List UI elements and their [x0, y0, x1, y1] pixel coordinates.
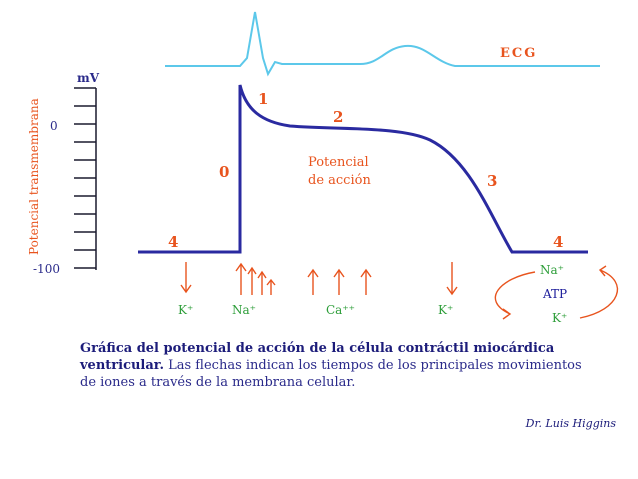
arrow-down-k-phase4	[180, 262, 192, 294]
y-tick-0: 0	[50, 119, 58, 133]
pump-label-na: Na⁺	[540, 263, 564, 277]
phase-label-3: 3	[487, 172, 497, 190]
ion-label-ca: Ca⁺⁺	[326, 303, 355, 317]
phase-label-2: 2	[333, 108, 343, 126]
curve-label-line1: Potencial	[308, 155, 369, 170]
ion-label-na: Na⁺	[232, 303, 256, 317]
phase-label-0: 0	[219, 163, 229, 181]
arrow-up-ca-3	[360, 268, 372, 295]
ion-label-k-right: K⁺	[438, 303, 453, 317]
arrow-down-k-phase3	[446, 262, 458, 296]
ecg-trace	[165, 11, 600, 77]
pump-label-k: K⁺	[552, 311, 567, 325]
caption-rest: Las flechas indican los tiempos de los p…	[80, 358, 582, 390]
author-credit: Dr. Luis Higgins	[525, 417, 616, 430]
caption-bold: Gráfica del potencial de acción de la cé…	[80, 341, 555, 373]
axis-unit: mV	[77, 71, 100, 85]
arrow-up-na-4	[266, 278, 276, 295]
ion-label-k-left: K⁺	[178, 303, 193, 317]
pump-label-atp: ATP	[542, 287, 567, 301]
arrow-up-na-3	[257, 270, 267, 295]
arrow-up-na-2	[247, 266, 257, 295]
ecg-label: ECG	[500, 46, 537, 61]
action-potential-curve	[138, 84, 588, 254]
y-tick-minus-100: -100	[33, 262, 60, 276]
arrow-up-ca-2	[333, 268, 345, 295]
phase-label-1: 1	[258, 90, 268, 108]
curve-label-line2: de acción	[308, 173, 371, 188]
arrow-up-ca-1	[307, 268, 319, 295]
phase-label-4-left: 4	[168, 233, 178, 251]
figure-caption: Gráfica del potencial de acción de la cé…	[80, 340, 600, 391]
arrow-up-na-1	[235, 262, 247, 295]
y-axis-label: Potencial transmembrana	[27, 98, 41, 255]
phase-label-4-right: 4	[553, 233, 563, 251]
y-axis-ruler	[74, 87, 97, 270]
pump-cycle-arrows	[494, 265, 619, 320]
